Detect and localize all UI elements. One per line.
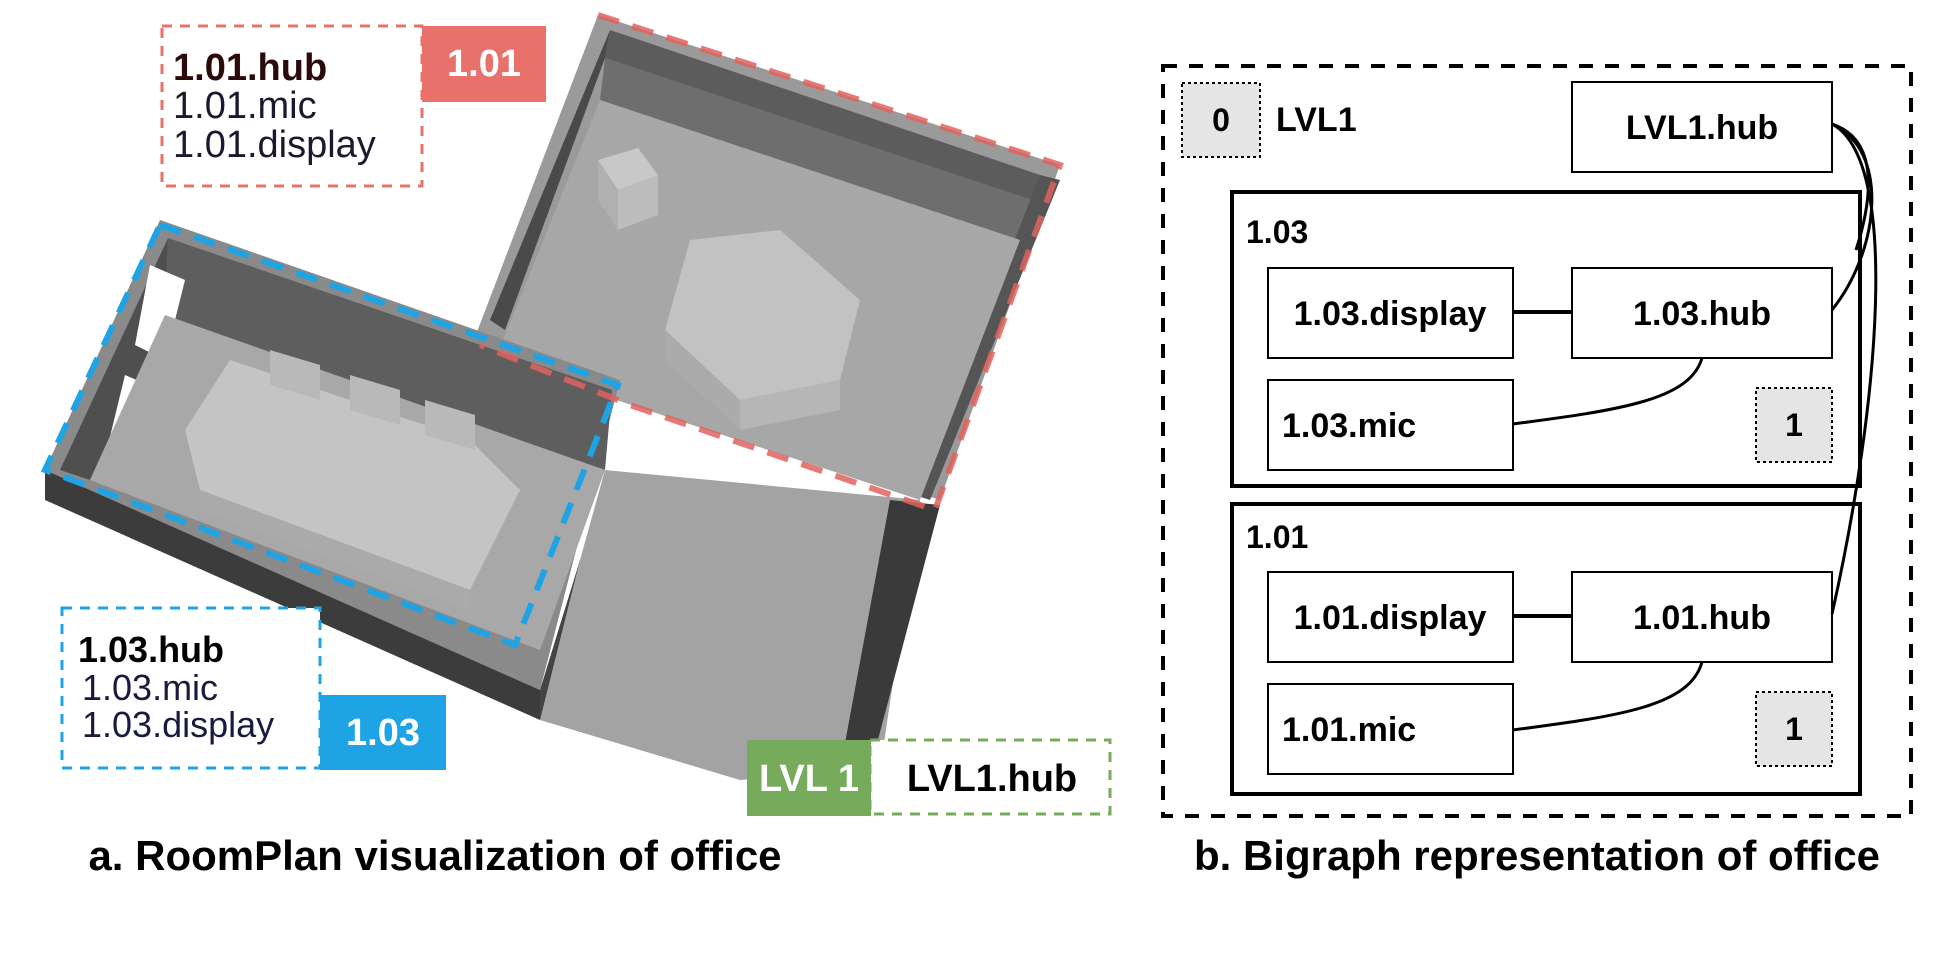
caption-a: a. RoomPlan visualization of office <box>88 832 781 879</box>
room-101-hub-label: 1.01.hub <box>173 47 327 89</box>
room-103-hub-label-b: 1.03.hub <box>1633 295 1771 333</box>
room-103-display-label: 1.03.display <box>82 704 274 745</box>
room-101-mic-node <box>1267 683 1514 775</box>
room-103-site-label: 1 <box>1785 407 1803 443</box>
level-hub-label: LVL1.hub <box>907 758 1077 800</box>
room-103-mic-label-b: 1.03.mic <box>1282 407 1416 445</box>
link-root-hub-101-hub <box>1830 122 1878 615</box>
room-103-region-label: 1.03 <box>1246 214 1308 250</box>
room-103-tag-bg <box>320 695 446 770</box>
bigraph: 0 LVL1 LVL1.hub 1.03 1.03.display 1.03.h… <box>1161 64 1913 818</box>
link-root-hub-outer <box>1831 122 1870 251</box>
root-hub-node <box>1571 81 1833 173</box>
room-103-site-box <box>1755 387 1833 463</box>
room-103-label-group: 1.03 1.03.hub 1.03.mic 1.03.display <box>60 606 446 770</box>
room-101-site-label: 1 <box>1785 711 1803 747</box>
room-103-mic-label: 1.03.mic <box>82 667 218 708</box>
room-103-tag: 1.03 <box>346 712 420 754</box>
room-101-label-group: 1.01 1.01.hub 1.01.mic 1.01.display <box>160 24 546 188</box>
roomplan-3d-view <box>40 12 1064 780</box>
room-101-hub-label-b: 1.01.hub <box>1633 599 1771 637</box>
room-101-display-node <box>1267 571 1514 663</box>
root-site-box <box>1181 82 1261 158</box>
room-103-display-label-b: 1.03.display <box>1294 295 1487 333</box>
room-101-boundary <box>478 12 1064 514</box>
root-hub-label: LVL1.hub <box>1626 109 1778 147</box>
room-101-site-box <box>1755 691 1833 767</box>
room-101-tag-bg <box>422 26 546 102</box>
room-103-display-node <box>1267 267 1514 359</box>
room-103-hub-node <box>1571 267 1833 359</box>
level-label-group: LVL 1 LVL1.hub <box>747 738 1112 816</box>
room-103-boundary <box>40 221 622 649</box>
root-site-label: 0 <box>1212 102 1230 138</box>
level-tag-bg <box>747 740 871 816</box>
link-101-mic-hub <box>1512 661 1704 732</box>
room-101-region-label: 1.01 <box>1246 519 1308 555</box>
link-103-mic-hub <box>1512 357 1704 426</box>
room-101-display-label: 1.01.display <box>173 124 376 166</box>
room-101-display-label-b: 1.01.display <box>1294 599 1487 637</box>
caption-b: b. Bigraph representation of office <box>1194 832 1880 879</box>
room-101-tag: 1.01 <box>447 43 521 85</box>
level-tag: LVL 1 <box>759 758 859 800</box>
room-101-mic-label-b: 1.01.mic <box>1282 711 1416 749</box>
room-101-mic-label: 1.01.mic <box>173 85 317 127</box>
room-103-hub-label: 1.03.hub <box>78 629 224 670</box>
bigraph-root-region <box>1161 64 1913 818</box>
room-103-mic-node <box>1267 379 1514 471</box>
root-level-label: LVL1 <box>1276 101 1357 139</box>
